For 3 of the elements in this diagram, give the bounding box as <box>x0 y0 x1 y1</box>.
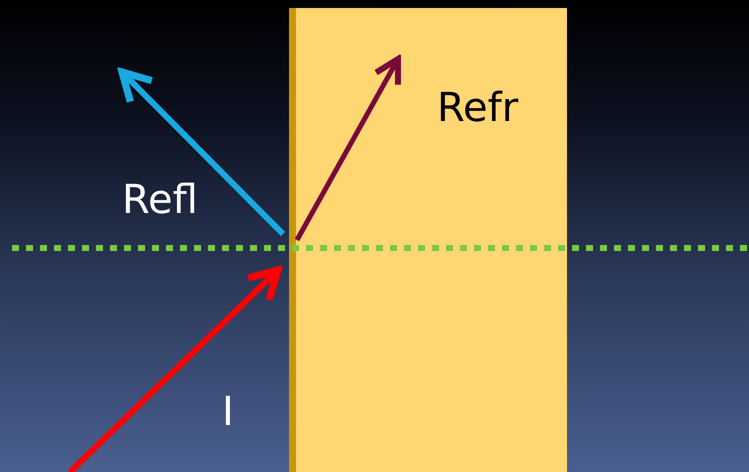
ray-label: I <box>222 392 234 432</box>
ray-label: Refl <box>122 180 198 220</box>
ray-label: Refr <box>437 88 518 128</box>
